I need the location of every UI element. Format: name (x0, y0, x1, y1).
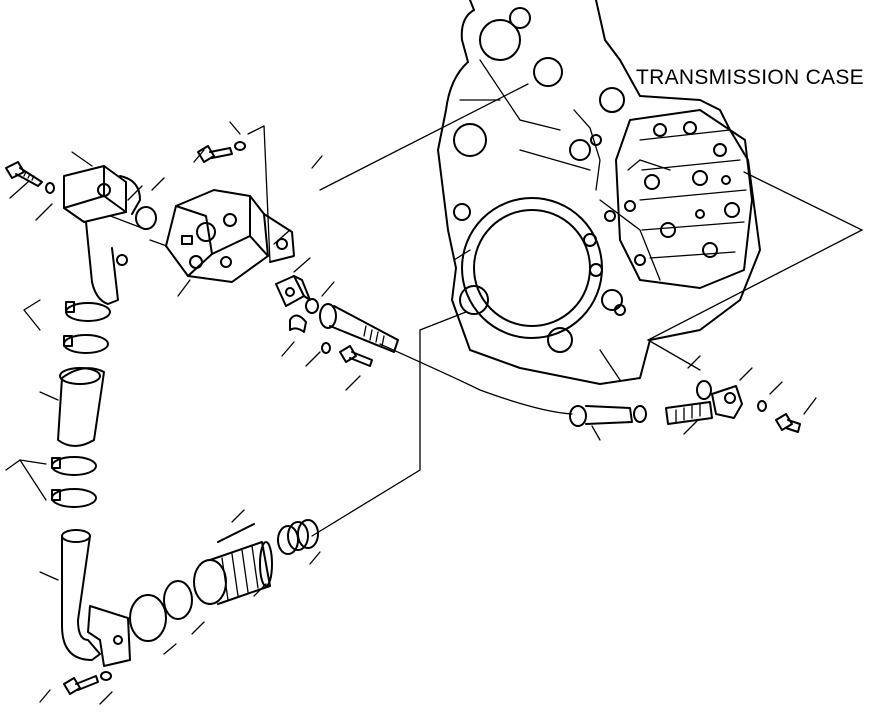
o-ring (163, 580, 193, 620)
coupling-shaft (319, 303, 399, 353)
hose-clamp (63, 301, 111, 354)
transmission-case (437, 0, 761, 385)
washer (757, 400, 767, 412)
mounting-bolt (197, 141, 246, 163)
mounting-bolt (63, 671, 112, 695)
o-ring (135, 206, 157, 230)
o-ring (129, 594, 167, 642)
strainer-pin (217, 523, 255, 543)
leader-ticks (5, 121, 817, 705)
mounting-bolt (757, 400, 801, 433)
retainer-block (275, 275, 311, 333)
mounting-bolt (339, 345, 373, 367)
transmission-case-label: TRANSMISSION CASE (636, 66, 864, 89)
o-ring (696, 380, 712, 400)
mounting-bolt (5, 161, 55, 194)
pump-cover-elbow (63, 165, 141, 305)
strainer-spring (277, 519, 319, 555)
hose (57, 367, 105, 447)
suction-tube (61, 529, 131, 667)
hose-clamp (51, 456, 97, 508)
drain-tube (569, 401, 713, 427)
o-ring (305, 298, 319, 314)
pump-gear (165, 189, 295, 283)
strainer-element (193, 541, 273, 605)
washer (321, 342, 331, 354)
elbow-fitting (711, 385, 743, 419)
